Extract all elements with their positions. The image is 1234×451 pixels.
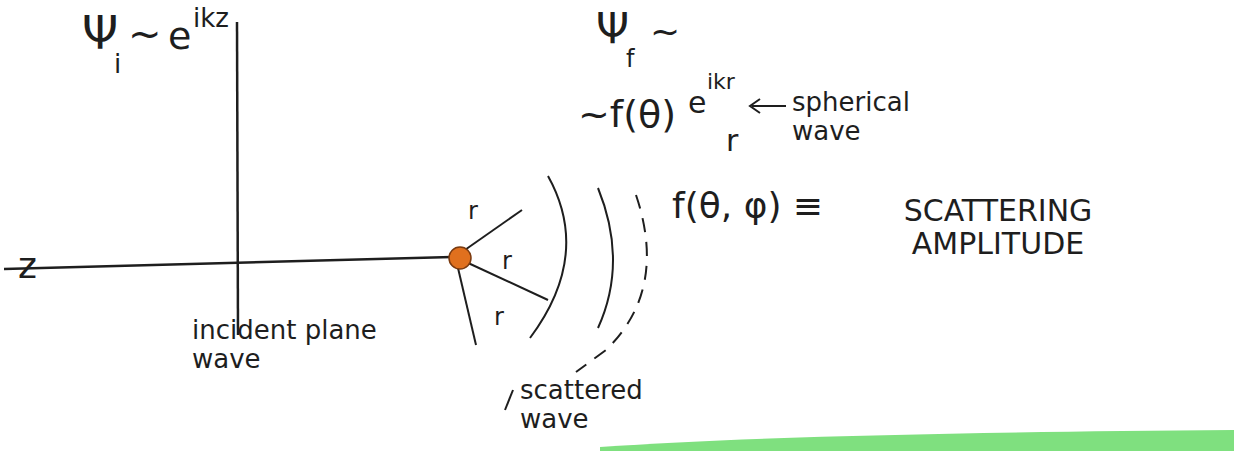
radius-label: r (468, 198, 478, 224)
annotation: incident plane wave (192, 316, 407, 373)
label-holder: r (468, 198, 478, 224)
definition-term: f(θ, φ) ≡ (672, 186, 823, 226)
wavefront-arc (598, 188, 613, 328)
wavefront-arc (530, 176, 566, 338)
radius-label: r (494, 304, 504, 330)
tilde-symbol: ~ (128, 12, 162, 56)
label-holder: scattered wave (520, 376, 680, 433)
subscript: f (626, 46, 634, 72)
pointer-arrow (752, 105, 786, 107)
tilde-symbol: ~ (650, 12, 680, 52)
label-holder: ~ (650, 12, 680, 52)
label-holder: z (18, 246, 37, 286)
definition-text: SCATTERING AMPLITUDE (848, 194, 1148, 260)
label-holder: f(θ, φ) ≡ (672, 186, 823, 226)
wavefront-dash (505, 390, 513, 410)
axis-label: z (18, 246, 37, 286)
scattering-center (449, 247, 471, 269)
label-holder: spherical wave (792, 88, 942, 145)
z-axis (4, 257, 452, 269)
annotation: spherical wave (792, 88, 942, 145)
label-holder: incident plane wave (192, 316, 407, 373)
wavefunction-symbol: Ψ (82, 8, 118, 59)
label-holder: f (626, 46, 634, 72)
label-holder: Ψ (82, 8, 118, 59)
denominator: r (726, 124, 738, 157)
exponent: ikz (193, 4, 229, 33)
label-holder: ~f(θ) (578, 94, 676, 136)
label-holder: SCATTERING AMPLITUDE (848, 194, 1148, 260)
green-highlight (600, 430, 1234, 451)
radius-label: r (502, 248, 512, 274)
label-holder: i (114, 50, 121, 79)
scattered-wavefront (576, 195, 647, 372)
radius-line (458, 268, 476, 345)
vertical-axis (237, 22, 238, 335)
label-holder: Ψ (596, 6, 629, 52)
label-holder: r (494, 304, 504, 330)
annotation: scattered wave (520, 376, 680, 433)
exponential-base: e (168, 16, 191, 58)
label-holder: e (168, 16, 191, 58)
subscript: i (114, 50, 121, 79)
pointer-arrowhead (750, 99, 760, 113)
label-holder: ~ (128, 12, 162, 56)
exponential-base: e (688, 86, 706, 119)
amplitude-term: ~f(θ) (578, 94, 676, 136)
label-holder: ikz (193, 4, 229, 33)
label-holder: r (502, 248, 512, 274)
label-holder: e (688, 86, 706, 119)
wavefunction-symbol: Ψ (596, 6, 629, 52)
label-holder: ikr (707, 70, 735, 94)
label-holder: r (726, 124, 738, 157)
exponent: ikr (707, 70, 735, 94)
